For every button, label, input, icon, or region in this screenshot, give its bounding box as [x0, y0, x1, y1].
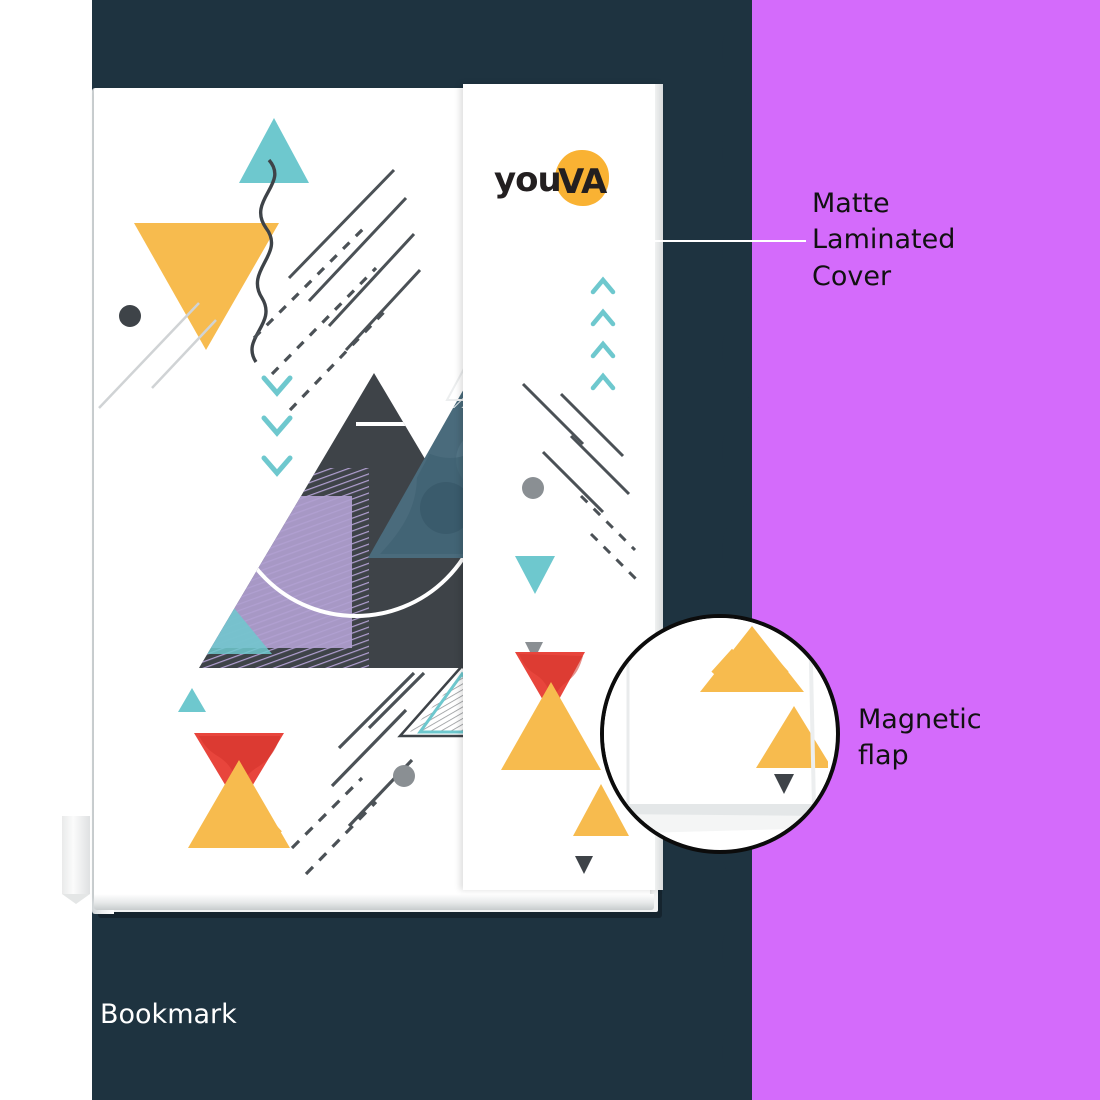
- flap-right-edge: [655, 84, 663, 890]
- magnetic-flap-band: [463, 84, 663, 890]
- callout-label-bookmark: Bookmark: [100, 999, 237, 1030]
- logo-text-you: you: [494, 160, 562, 200]
- callout-leader-line: [610, 240, 806, 242]
- youva-logo: you VA: [494, 148, 624, 212]
- zoom-circle-artwork: [604, 618, 828, 842]
- background-left-white-strip: [0, 0, 92, 1100]
- notebook-base-edge: [94, 894, 654, 910]
- magnetic-flap-zoom-circle: [600, 614, 840, 854]
- flap-artwork: [501, 276, 643, 874]
- wavy-divider: [690, 0, 752, 1100]
- bookmark-ribbon: [62, 816, 90, 904]
- callout-label-magnetic-flap: Magnetic flap: [858, 704, 982, 772]
- logo-blob-shape: [555, 150, 609, 206]
- logo-text-va: VA: [558, 162, 607, 202]
- callout-label-matte-laminated-cover: Matte Laminated Cover: [812, 188, 956, 292]
